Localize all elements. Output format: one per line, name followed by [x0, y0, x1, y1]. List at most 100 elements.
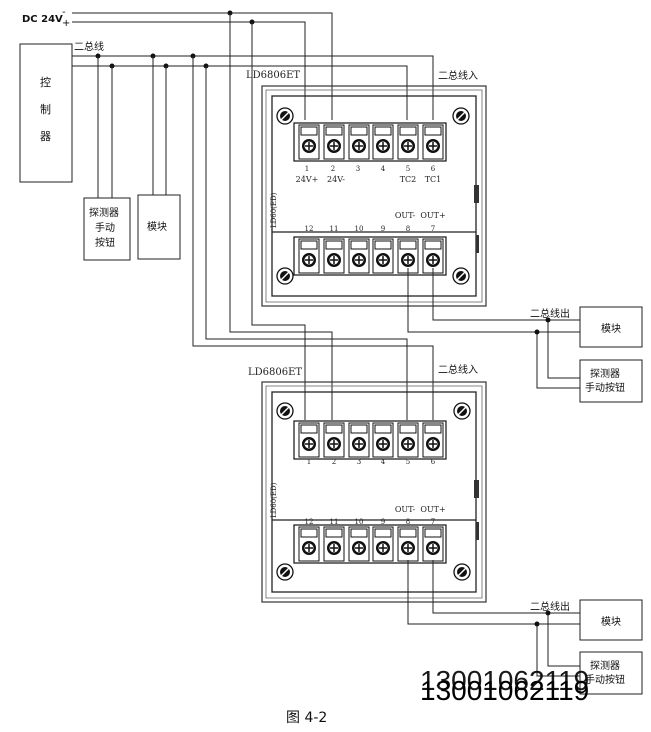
screw-terminal — [372, 238, 394, 274]
watermark-phone: 13001062119 — [420, 665, 589, 696]
screw-terminal — [298, 124, 320, 160]
terminal-number: 10 — [355, 225, 364, 233]
terminal-name: TC2 — [400, 175, 417, 184]
dc-plus-wire — [72, 21, 306, 120]
terminal-number: 11 — [330, 225, 339, 233]
dc-24v-label: DC 24V — [22, 14, 63, 25]
manual-button-label: 手动按钮 — [585, 381, 625, 394]
controller-char: 器 — [40, 130, 51, 143]
watermark-phone-shadow: 13001062119 — [420, 675, 589, 706]
controller-box: 控 制 器 — [19, 43, 73, 183]
module-label: 模块 — [601, 616, 621, 628]
terminal-number: 7 — [431, 518, 435, 526]
dc-plus-wire-2 — [251, 22, 306, 420]
manual-label: 手动 — [95, 221, 115, 234]
screw-terminal — [323, 422, 345, 458]
out-minus-label: OUT- — [395, 505, 416, 514]
terminal-number: 5 — [406, 165, 410, 173]
screw-terminal — [397, 422, 419, 458]
terminal-number: 8 — [406, 225, 410, 233]
screw-terminal — [298, 526, 320, 562]
top-terminal-block — [293, 420, 447, 460]
screw-terminal — [372, 422, 394, 458]
out-minus-label: OUT- — [395, 211, 416, 220]
manual-button-label: 手动按钮 — [585, 673, 625, 686]
screw-terminal — [372, 124, 394, 160]
screw-terminal — [323, 526, 345, 562]
ld6806et-unit-1: LD6806ET 二总线入 LD60(ED) 1 2 3 4 5 6 24V+ … — [246, 69, 487, 307]
terminal-number: 2 — [331, 165, 335, 173]
terminal-number: 2 — [332, 458, 336, 466]
terminal-number: 11 — [330, 518, 339, 526]
screw-terminal — [397, 124, 419, 160]
left-module-box: 模块 — [137, 194, 181, 260]
terminal-number: 6 — [431, 165, 436, 173]
detector-label: 探测器 — [89, 206, 119, 219]
screw-terminal — [323, 124, 345, 160]
screw-terminal — [298, 422, 320, 458]
terminal-number: 12 — [305, 518, 314, 526]
unit-1-output-wires: 二总线出 模块 探测器 手动按钮 — [407, 268, 643, 403]
screw-terminal — [348, 422, 370, 458]
screw-terminal — [422, 526, 444, 562]
screw-terminal — [348, 526, 370, 562]
screw-terminal — [372, 526, 394, 562]
terminal-number: 4 — [381, 458, 386, 466]
ld6806et-unit-2: LD6806ET 二总线入 LD60(ED) 1 2 3 4 5 6 OUT- … — [248, 363, 487, 603]
terminal-number: 12 — [305, 225, 314, 233]
unit-2-output-wires: 二总线出 模块 探测器 手动按钮 — [407, 560, 643, 695]
screw-terminal — [298, 238, 320, 274]
terminal-number: 6 — [431, 458, 436, 466]
screw-terminal — [323, 238, 345, 274]
bus-label: 二总线 — [74, 40, 104, 53]
right-module-box — [579, 599, 643, 641]
button-label: 按钮 — [95, 236, 115, 249]
top-terminal-block — [293, 122, 447, 162]
right-detector-box — [579, 359, 643, 403]
terminal-name: 24V+ — [296, 175, 319, 184]
terminal-name: TC1 — [425, 175, 442, 184]
power-supply: DC 24V - + — [22, 7, 333, 420]
terminal-number: 1 — [307, 458, 311, 466]
power-minus-sign: - — [62, 7, 66, 18]
dc-minus-wire-2 — [229, 13, 333, 420]
screw-terminal — [422, 422, 444, 458]
detector-label: 探测器 — [590, 367, 620, 380]
bottom-terminal-block — [293, 524, 447, 564]
figure-caption: 图 4-2 — [286, 710, 327, 726]
unit-model-label: LD6806ET — [248, 367, 302, 378]
dc-minus-wire — [72, 12, 333, 120]
controller-char: 控 — [40, 75, 51, 89]
bus-in-label: 二总线入 — [438, 69, 478, 82]
right-detector-box — [579, 651, 643, 695]
bus-in-label: 二总线入 — [438, 363, 478, 376]
bus-wires — [72, 53, 434, 420]
power-plus-sign: + — [62, 18, 70, 29]
side-label: LD60(ED) — [270, 192, 278, 228]
left-detector-box: 探测器 手动 按钮 — [83, 197, 131, 261]
terminal-number: 8 — [406, 518, 410, 526]
module-label: 模块 — [147, 221, 167, 233]
terminal-number: 7 — [431, 225, 435, 233]
out-plus-label: OUT+ — [420, 211, 445, 220]
right-module-box — [579, 306, 643, 348]
bottom-terminal-block — [293, 236, 447, 276]
terminal-number: 4 — [381, 165, 386, 173]
unit-model-label: LD6806ET — [246, 70, 300, 81]
terminal-number: 10 — [355, 518, 364, 526]
detector-label: 探测器 — [590, 659, 620, 672]
screw-terminal — [397, 238, 419, 274]
terminal-number: 5 — [406, 458, 410, 466]
side-label: LD60(ED) — [270, 482, 278, 518]
module-label: 模块 — [601, 323, 621, 335]
terminal-number: 3 — [356, 165, 360, 173]
controller-char: 制 — [40, 103, 51, 116]
screw-terminal — [422, 124, 444, 160]
bus-out-label: 二总线出 — [530, 307, 570, 320]
terminal-number: 9 — [381, 518, 385, 526]
screw-terminal — [397, 526, 419, 562]
screw-terminal — [348, 238, 370, 274]
terminal-number: 1 — [305, 165, 309, 173]
screw-terminal — [422, 238, 444, 274]
